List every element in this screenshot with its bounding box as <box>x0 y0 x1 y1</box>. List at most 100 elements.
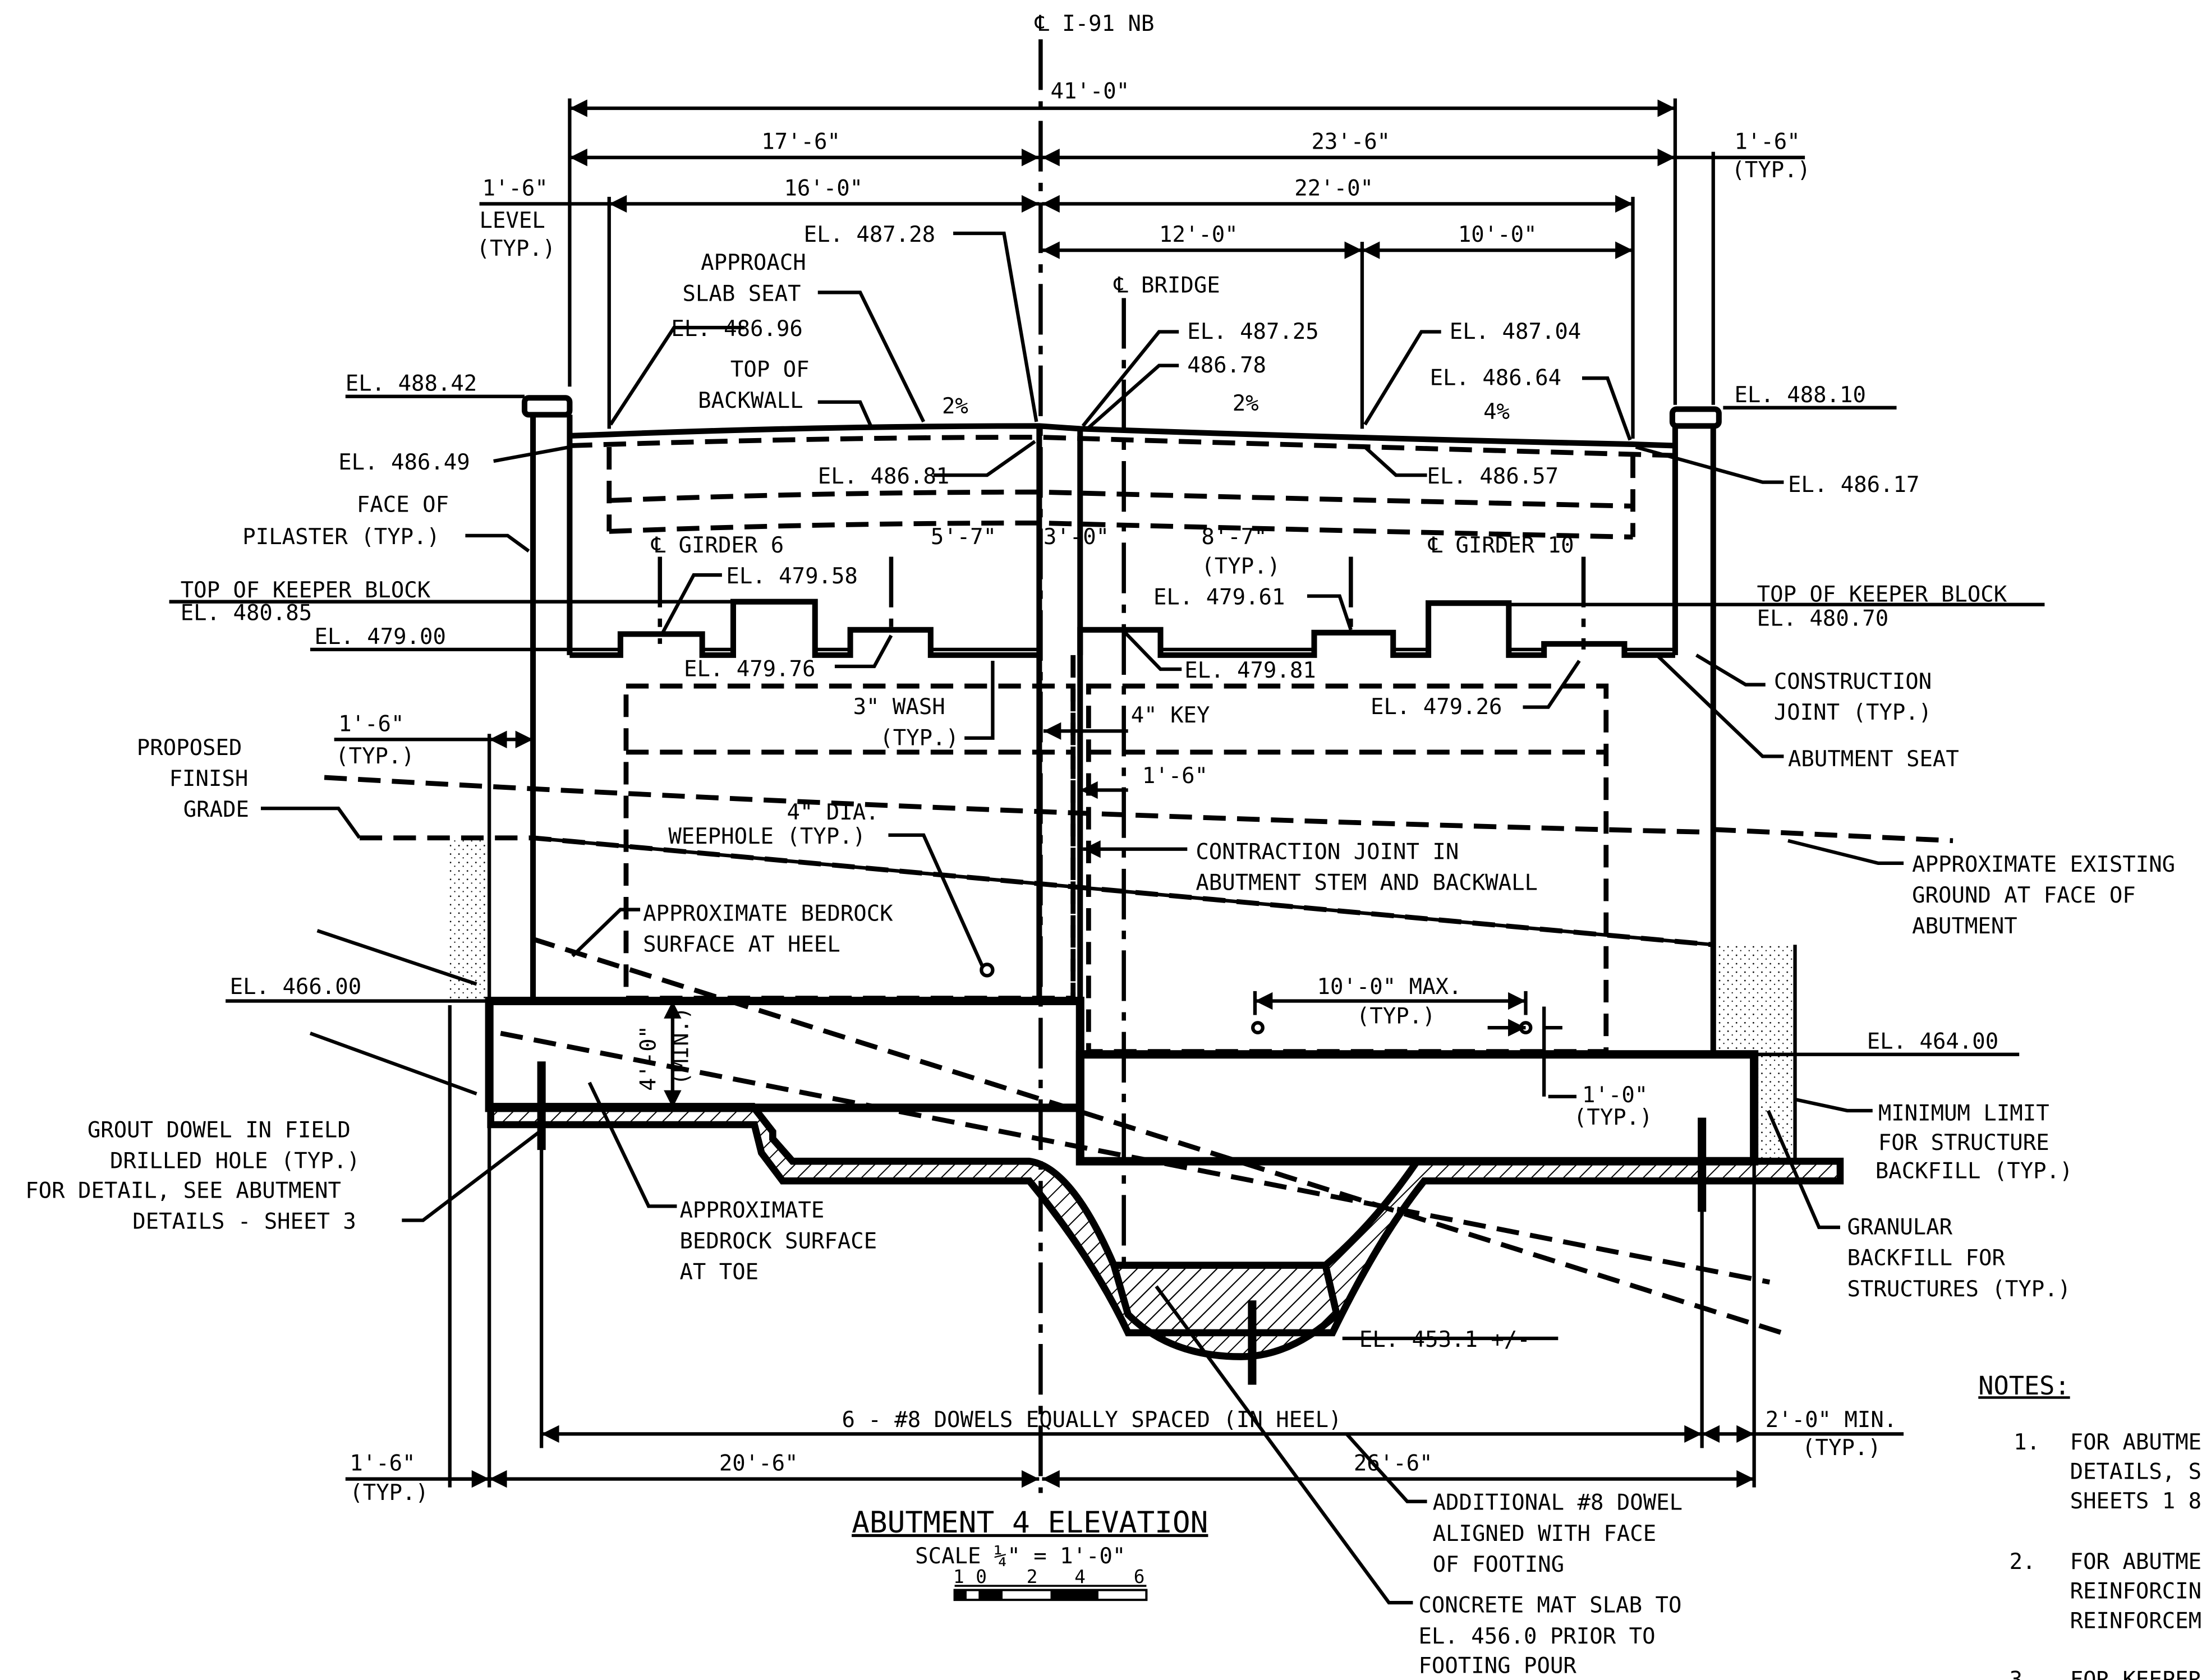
typ-10max: (TYP.) <box>1357 1004 1436 1029</box>
dim-8-7: 8'-7" <box>1201 524 1267 550</box>
dim-1-6-level: 1'-6" <box>482 176 548 201</box>
min-label: (MIN.) <box>668 1007 693 1085</box>
top-dimensions <box>479 98 1805 439</box>
el-47958: EL. 479.58 <box>726 564 857 589</box>
const-joint-1: CONSTRUCTION <box>1774 669 1932 694</box>
approx-exist-3: ABUTMENT <box>1912 914 2017 939</box>
dim-1-0: 1'-0" <box>1582 1083 1648 1108</box>
dowels-label: 6 - #8 DOWELS EQUALLY SPACED (IN HEEL) <box>842 1407 1341 1433</box>
dim-41: 41'-0" <box>1050 79 1129 104</box>
bedrock-toe-1: APPROXIMATE <box>679 1198 824 1223</box>
grout-2: DRILLED HOLE (TYP.) <box>110 1149 360 1174</box>
top-backwall-1: TOP OF <box>730 357 810 383</box>
el-47976: EL. 479.76 <box>684 657 815 682</box>
wash-1: 3" WASH <box>853 694 945 720</box>
dim-1-6-mid: 1'-6" <box>1142 763 1208 789</box>
el-46600: EL. 466.00 <box>230 974 361 1000</box>
dim-1-6-top: 1'-6" <box>1734 130 1800 155</box>
dim-26-6: 26'-6" <box>1354 1451 1433 1476</box>
dim-3-0: 3'-0" <box>1044 524 1109 550</box>
ground-bedrock <box>309 775 1953 1360</box>
girder10: ℄ GIRDER 10 <box>1428 533 1574 558</box>
granular-backfill <box>449 734 1797 1165</box>
keeper-l: TOP OF KEEPER BLOCK <box>181 578 431 603</box>
bedrock-toe-2: BEDROCK SURFACE <box>679 1229 877 1254</box>
cl-i91-label: ℄ I-91 NB <box>1035 11 1155 36</box>
el-4531: EL. 453.1 +/- <box>1359 1327 1530 1352</box>
weep-1: 4" DIA. <box>787 800 879 825</box>
granular-2: BACKFILL FOR <box>1847 1246 2006 1271</box>
dim-4-0: 4'-0" <box>636 1025 661 1091</box>
typ-2min: (TYP.) <box>1802 1435 1881 1461</box>
grout-3: FOR DETAIL, SEE ABUTMENT <box>25 1178 341 1203</box>
bedrock-heel-1: APPROXIMATE BEDROCK <box>643 901 893 927</box>
proposed-1: PROPOSED <box>137 735 242 761</box>
dim-1-6-left: 1'-6" <box>338 711 404 737</box>
note3-num: 3. <box>2010 1668 2036 1680</box>
dim-22: 22'-0" <box>1294 176 1373 201</box>
note1-num: 1. <box>2014 1430 2040 1455</box>
note3-l1: FOR KEEPER <box>2070 1668 2202 1680</box>
slope-2a: 2% <box>942 394 968 419</box>
add-dowel-3: OF FOOTING <box>1433 1552 1564 1577</box>
typ-87: (TYP.) <box>1201 554 1280 579</box>
typ-top: (TYP.) <box>1731 158 1810 183</box>
granular-1: GRANULAR <box>1847 1215 1953 1240</box>
slope-4: 4% <box>1483 399 1510 425</box>
keeper-r: TOP OF KEEPER BLOCK <box>1757 582 2007 607</box>
cl-bridge: ℄ BRIDGE <box>1114 273 1220 298</box>
typ-1-0: (TYP.) <box>1574 1105 1653 1130</box>
face-pil-1: FACE OF <box>357 492 449 517</box>
pilasters <box>521 395 1722 1055</box>
top-backwall-2: BACKWALL <box>698 388 803 413</box>
abut-seat: ABUTMENT SEAT <box>1788 747 1959 772</box>
contraction-1: CONTRACTION JOINT IN <box>1196 839 1459 864</box>
dim-2-min: 2'-0" MIN. <box>1766 1407 1897 1433</box>
bar-4: 4 <box>1074 1566 1086 1587</box>
add-dowel-2: ALIGNED WITH FACE <box>1433 1521 1657 1546</box>
mat-2: EL. 456.0 PRIOR TO <box>1418 1624 1655 1649</box>
el-47900: EL. 479.00 <box>314 624 445 650</box>
min-limit-2: FOR STRUCTURE <box>1878 1130 2049 1156</box>
weep-2: WEEPHOLE (TYP.) <box>668 824 866 849</box>
min-limit-1: MINIMUM LIMIT <box>1878 1101 2049 1126</box>
bar-6: 6 <box>1134 1566 1145 1587</box>
el-46400: EL. 464.00 <box>1867 1029 1998 1055</box>
el-48649: EL. 486.49 <box>338 450 470 475</box>
note1-l3: SHEETS 1 8 <box>2070 1489 2201 1514</box>
notes-title: NOTES: <box>1978 1371 2070 1401</box>
proposed-3: GRADE <box>183 797 249 822</box>
approx-exist-1: APPROXIMATE EXISTING <box>1912 852 2175 877</box>
bar-0: 0 <box>976 1566 987 1587</box>
drawing-title: ABUTMENT 4 ELEVATION <box>852 1506 1208 1540</box>
el-47926: EL. 479.26 <box>1371 694 1502 720</box>
dim-10: 10'-0" <box>1458 222 1537 247</box>
el-48664: EL. 486.64 <box>1430 366 1561 391</box>
wash-2: (TYP.) <box>880 725 959 751</box>
el-48728: EL. 487.28 <box>804 222 935 247</box>
el-48810: EL. 488.10 <box>1734 383 1865 408</box>
el-48725: EL. 487.25 <box>1187 319 1318 344</box>
el-48678: 486.78 <box>1187 353 1266 378</box>
slope-2b: 2% <box>1233 391 1259 416</box>
note2-l3: REINFORCEM <box>2070 1608 2201 1633</box>
scale-bar <box>953 1585 1148 1601</box>
el-47961: EL. 479.61 <box>1153 585 1285 610</box>
note2-num: 2. <box>2010 1549 2036 1575</box>
girder6: ℄ GIRDER 6 <box>651 533 784 558</box>
bedrock-heel-2: SURFACE AT HEEL <box>643 932 840 958</box>
el-48842: EL. 488.42 <box>346 371 477 397</box>
el-48657: EL. 486.57 <box>1427 464 1559 489</box>
drawing-scale: SCALE ¼" = 1'-0" <box>915 1544 1125 1569</box>
dim-20-6: 20'-6" <box>719 1451 798 1476</box>
note1-l2: DETAILS, S <box>2070 1460 2201 1485</box>
bar-2: 2 <box>1027 1566 1038 1587</box>
keeper-r-el: EL. 480.70 <box>1757 606 1888 631</box>
grout-4: DETAILS - SHEET 3 <box>132 1209 356 1235</box>
min-limit-3: BACKFILL (TYP.) <box>1876 1158 2073 1184</box>
level-label: LEVEL <box>480 208 545 233</box>
contraction-2: ABUTMENT STEM AND BACKWALL <box>1196 871 1538 896</box>
typ-bot: (TYP.) <box>350 1480 429 1506</box>
note2-l2: REINFORCIN <box>2070 1579 2201 1604</box>
